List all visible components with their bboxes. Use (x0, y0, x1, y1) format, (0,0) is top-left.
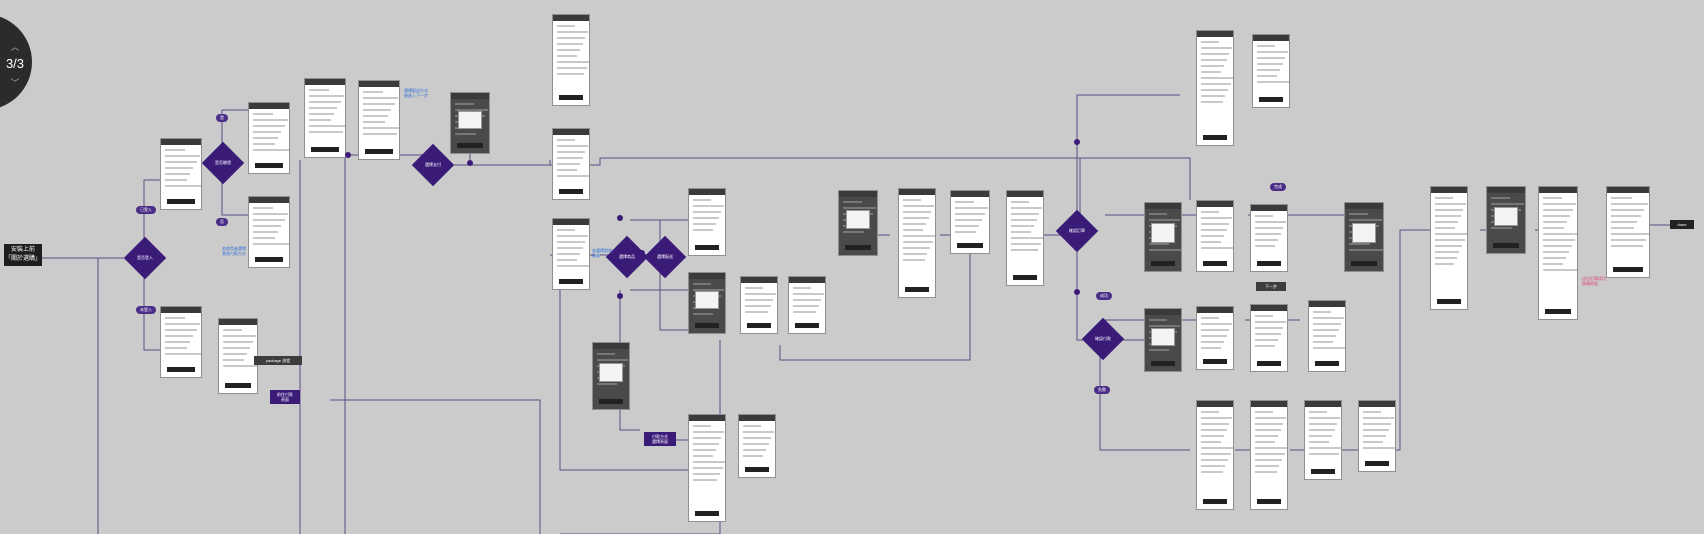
screen-thumbnail[interactable] (838, 190, 878, 256)
flow-start-node[interactable]: 安裝上前 「關於選購」 (4, 244, 42, 266)
screen-thumbnail[interactable] (1196, 400, 1234, 510)
chevron-up-icon[interactable]: ︿ (10, 42, 20, 52)
screen-thumbnail[interactable] (248, 102, 290, 174)
screen-thumbnail[interactable] (1430, 186, 1468, 310)
screen-thumbnail[interactable] (592, 342, 630, 410)
branch-label: 是 (216, 114, 228, 122)
branch-label: 成功 (1096, 292, 1112, 300)
connector-line (470, 157, 1080, 166)
screen-thumbnail[interactable] (1196, 30, 1234, 146)
junction-dot (1074, 139, 1080, 145)
branch-label: 完成 (1270, 183, 1286, 191)
decision-label: 確認付款 (1095, 336, 1111, 341)
junction-dot (639, 250, 645, 256)
annotation-note: 若使用者選擇 其他付款方式 (222, 246, 246, 256)
screen-thumbnail[interactable] (1250, 304, 1288, 372)
branch-label: 已登入 (136, 206, 156, 214)
connector-line (1076, 94, 1180, 235)
junction-dot (467, 160, 473, 166)
junction-dot (1074, 289, 1080, 295)
screen-thumbnail[interactable] (740, 276, 778, 334)
connector-line (143, 258, 160, 351)
screen-thumbnail[interactable] (738, 414, 776, 478)
screen-thumbnail[interactable] (1308, 300, 1346, 372)
screen-thumbnail[interactable] (1144, 308, 1182, 372)
flow-box[interactable]: done (1670, 220, 1694, 229)
flow-box[interactable]: 下一步 (1256, 282, 1286, 291)
screen-thumbnail[interactable] (552, 14, 590, 106)
screen-thumbnail[interactable] (950, 190, 990, 254)
decision-label: 選擇配送 (657, 254, 673, 259)
screen-thumbnail[interactable] (688, 414, 726, 522)
decision-label: 選擇支付 (425, 162, 441, 167)
screen-thumbnail[interactable] (1250, 204, 1288, 272)
connector-line (779, 235, 971, 361)
screen-thumbnail[interactable] (552, 128, 590, 200)
screen-thumbnail[interactable] (1486, 186, 1526, 254)
flow-box[interactable]: package 流程 (254, 356, 302, 365)
branch-label: 未登入 (136, 306, 156, 314)
screen-thumbnail[interactable] (552, 218, 590, 290)
decision-label: 是否登入 (137, 255, 153, 260)
screen-thumbnail[interactable] (1304, 400, 1342, 480)
connector-line (619, 290, 640, 431)
screen-thumbnail[interactable] (1252, 34, 1290, 108)
annotation-note: 若選擇超商 取貨 (592, 248, 612, 258)
connector-line (560, 340, 721, 534)
connector-line (143, 179, 160, 258)
screen-thumbnail[interactable] (1196, 200, 1234, 272)
annotation-note: 選擇配送方式 後進入下一步 (404, 88, 428, 98)
page-number: 3/3 (5, 56, 25, 71)
screen-thumbnail[interactable] (1006, 190, 1044, 286)
screen-thumbnail[interactable] (788, 276, 826, 334)
screen-thumbnail[interactable] (248, 196, 290, 268)
flow-box[interactable]: 付款方式 選擇頁面 (644, 432, 676, 446)
screen-thumbnail[interactable] (1606, 186, 1650, 278)
screen-thumbnail[interactable] (1196, 306, 1234, 370)
junction-dot (345, 152, 351, 158)
connector-line (559, 255, 690, 471)
screen-thumbnail[interactable] (1538, 186, 1578, 320)
screen-thumbnail[interactable] (160, 138, 202, 210)
screen-thumbnail[interactable] (218, 318, 258, 394)
junction-dot (617, 215, 623, 221)
branch-label: 否 (216, 218, 228, 226)
annotation-note: 送出訂單成功 跳轉頁面 (1582, 276, 1606, 286)
screen-thumbnail[interactable] (898, 188, 936, 298)
screen-thumbnail[interactable] (304, 78, 346, 158)
decision-label: 選擇商品 (619, 254, 635, 259)
junction-dot (617, 293, 623, 299)
connector-line (1099, 340, 1190, 451)
screen-thumbnail[interactable] (160, 306, 202, 378)
screen-thumbnail[interactable] (688, 188, 726, 256)
connector-line (330, 399, 541, 534)
screen-thumbnail[interactable] (688, 272, 726, 334)
screen-thumbnail[interactable] (450, 92, 490, 154)
screen-thumbnail[interactable] (358, 80, 400, 160)
screen-thumbnail[interactable] (1250, 400, 1288, 510)
flow-box[interactable]: 前往付款 頁面 (270, 390, 300, 404)
decision-label: 確認訂單 (1069, 228, 1085, 233)
screen-thumbnail[interactable] (1358, 400, 1396, 472)
chevron-down-icon[interactable]: ﹀ (10, 78, 20, 88)
screen-thumbnail[interactable] (1344, 202, 1384, 272)
decision-label: 是否驗證 (215, 160, 231, 165)
branch-label: 失敗 (1094, 386, 1110, 394)
screen-thumbnail[interactable] (1144, 202, 1182, 272)
connector-line (1080, 157, 1191, 200)
